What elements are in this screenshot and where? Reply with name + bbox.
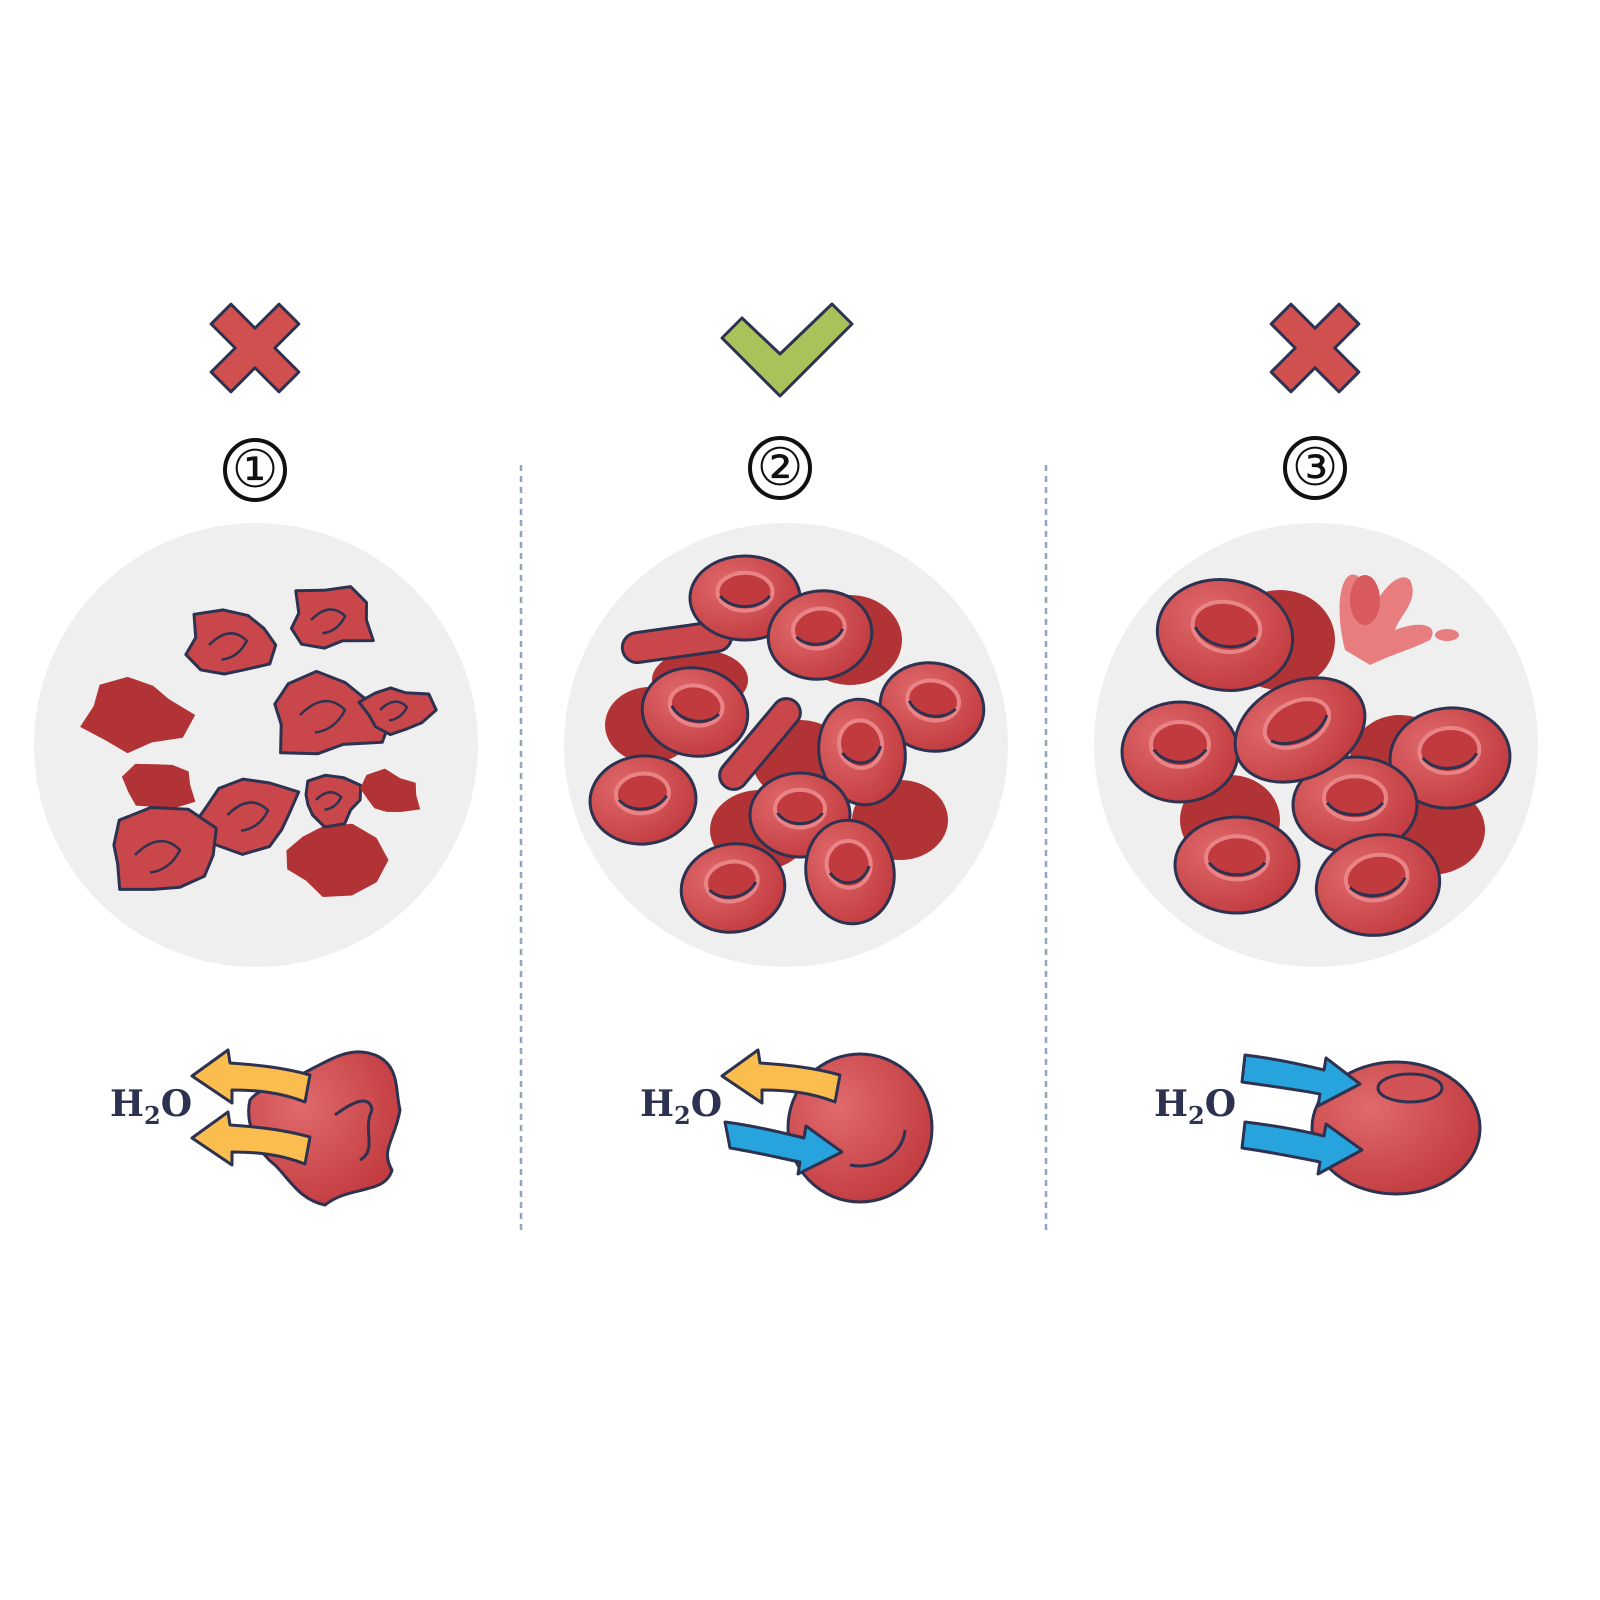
water-in-arrow [723, 1120, 844, 1176]
crenated-cell [304, 773, 363, 829]
crenated-cell-fold [299, 700, 347, 734]
crenated-cell [357, 686, 438, 737]
normal-cell [588, 754, 698, 846]
water-in-arrow [1240, 1120, 1364, 1176]
normal-cell [679, 842, 787, 934]
normal-cell [804, 818, 896, 926]
panel-1-number: ① [223, 438, 287, 502]
check-icon [720, 302, 854, 398]
panel-2-label: ② [757, 438, 804, 498]
crenated-cell [273, 669, 394, 756]
crenated-cell-fold [134, 840, 182, 874]
crenated-cell-fold [208, 632, 249, 661]
panel-1-water-diagram: H2O [110, 1048, 402, 1207]
crenated-cell-fold [310, 608, 347, 635]
swollen-cell [1155, 578, 1295, 692]
normal-cell [640, 666, 750, 758]
crenated-cell [121, 763, 196, 809]
lysis-burst [1435, 629, 1459, 641]
panel-2-number: ② [748, 436, 812, 500]
panel-2-water-diagram: H2O [640, 1048, 934, 1204]
h2o-label: H2O [640, 1083, 722, 1130]
panel-1-label: ① [232, 440, 279, 500]
panel-1-circle [34, 523, 478, 967]
panel-3-swollen-cells [1120, 574, 1512, 937]
water-out-arrow [720, 1048, 842, 1105]
crenated-cell-fold [379, 700, 409, 722]
cross-icon [209, 302, 301, 394]
h2o-label: H2O [1154, 1083, 1236, 1130]
side-view-cell [718, 697, 802, 791]
water-out-arrow [190, 1048, 312, 1105]
crenated-cell [360, 768, 421, 812]
crenated-cell [289, 585, 375, 650]
normal-cell [878, 661, 986, 753]
lysis-burst [1350, 575, 1380, 625]
panel-3-label: ③ [1292, 438, 1339, 498]
crenated-cell-fold [315, 791, 343, 812]
panel-3-water-diagram: H2O [1154, 1053, 1482, 1196]
swollen-cell [1291, 755, 1419, 855]
crenated-cell-fold [226, 801, 270, 832]
cross-icon [1269, 302, 1361, 394]
water-out-arrow [190, 1110, 312, 1167]
swollen-cell [1233, 676, 1367, 784]
swollen-cell [1120, 700, 1240, 804]
swollen-cell [1314, 833, 1442, 937]
swollen-cell [1173, 815, 1301, 915]
crenated-cell [184, 608, 278, 676]
panel-1-crenated-cells [80, 585, 438, 897]
normal-cell [817, 697, 907, 807]
panel-2-normal-cells [588, 554, 986, 934]
crenated-cell [80, 676, 196, 754]
crenated-cell [286, 823, 389, 897]
crenated-cell [112, 806, 218, 891]
panel-3-number: ③ [1283, 436, 1347, 500]
water-in-arrow [1240, 1053, 1362, 1108]
swollen-cell [1388, 706, 1512, 810]
h2o-label: H2O [110, 1083, 192, 1130]
normal-cell [766, 589, 874, 681]
